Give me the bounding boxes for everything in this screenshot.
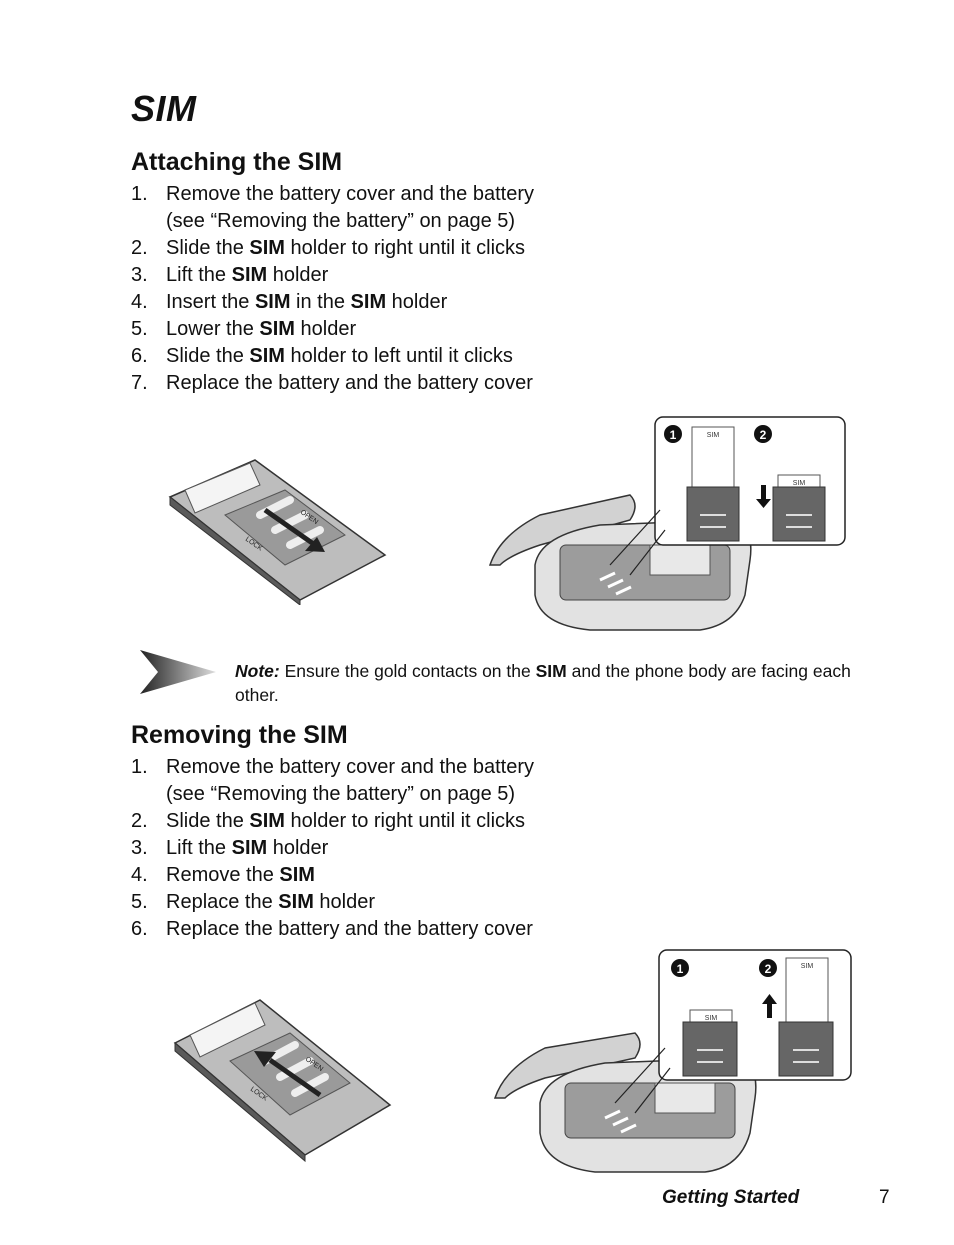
phone-remove-sim-illustration: 1 2 SIM SIM	[493, 949, 852, 1173]
sim-holder-open-illustration: OPEN LOCK	[168, 459, 387, 605]
footer-section-label: Getting Started	[662, 1187, 800, 1208]
sim-holder-remove-illustration: OPEN LOCK	[173, 999, 392, 1163]
note-text: Note: Ensure the gold contacts on the SI…	[235, 661, 851, 705]
svg-text:SIM: SIM	[793, 480, 806, 487]
svg-text:1: 1	[677, 962, 684, 976]
svg-text:SIM: SIM	[707, 432, 720, 439]
up-arrow-icon	[762, 994, 777, 1004]
list-item: 6.Slide the SIM holder to left until it …	[131, 345, 513, 367]
note-arrow-icon	[140, 650, 216, 694]
svg-text:2: 2	[760, 428, 767, 442]
list-item: (see “Removing the battery” on page 5)	[166, 783, 516, 805]
step-2-badge	[759, 959, 777, 977]
list-item: 6.Replace the battery and the battery co…	[131, 918, 533, 940]
list-item: 3.Lift the SIM holder	[131, 264, 329, 286]
phone-insert-sim-illustration: 1 2 SIM SIM	[488, 416, 846, 631]
step-2-badge	[754, 425, 772, 443]
list-item: (see “Removing the battery” on page 5)	[166, 210, 516, 232]
page-number: 7	[879, 1187, 890, 1208]
list-item: 2.Slide the SIM holder to right until it…	[131, 810, 526, 832]
list-item: 3.Lift the SIM holder	[131, 837, 329, 859]
removing-steps: 1.Remove the battery cover and the batte…	[131, 754, 651, 943]
svg-text:2: 2	[765, 962, 772, 976]
attaching-steps: 1.Remove the battery cover and the batte…	[131, 181, 651, 397]
svg-text:1: 1	[670, 428, 677, 442]
list-item: 7.Replace the battery and the battery co…	[131, 372, 533, 394]
down-arrow-icon	[756, 499, 771, 508]
step-1-badge	[671, 959, 689, 977]
step-1-badge	[664, 425, 682, 443]
list-item: 2.Slide the SIM holder to right until it…	[131, 237, 526, 259]
list-item: 1.Remove the battery cover and the batte…	[131, 183, 534, 205]
removing-heading: Removing the SIM	[131, 721, 348, 749]
list-item: 5.Replace the SIM holder	[131, 891, 376, 913]
list-item: 4.Insert the SIM in the SIM holder	[131, 291, 448, 313]
svg-text:SIM: SIM	[705, 1015, 718, 1022]
svg-text:SIM: SIM	[801, 963, 814, 970]
list-item: 1.Remove the battery cover and the batte…	[131, 756, 534, 778]
list-item: 5.Lower the SIM holder	[131, 318, 357, 340]
list-item: 4.Remove the SIM	[131, 864, 315, 886]
attaching-heading: Attaching the SIM	[131, 148, 343, 176]
page-title: SIM	[131, 88, 197, 129]
